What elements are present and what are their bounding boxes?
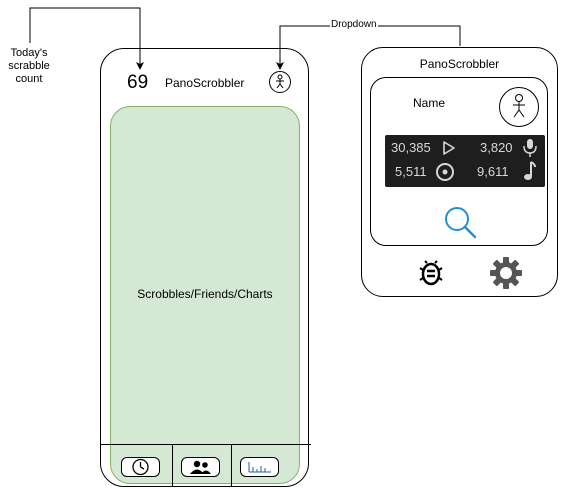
- search-icon: [445, 207, 477, 239]
- clock-icon: [132, 458, 149, 476]
- app-title: PanoScrobbler: [165, 76, 245, 90]
- scrobble-count: 69: [127, 72, 149, 93]
- content-area[interactable]: [110, 106, 300, 484]
- phone-frame: [100, 48, 309, 487]
- nav-scrobbles-button[interactable]: [121, 457, 160, 477]
- bug-icon: [419, 260, 443, 286]
- bottom-nav-separator: [172, 444, 173, 487]
- search-button[interactable]: [442, 204, 478, 245]
- bottom-nav-separator: [231, 444, 232, 487]
- bottom-nav-divider: [100, 444, 311, 445]
- dropdown-title: PanoScrobbler: [419, 57, 500, 71]
- gear-icon: [490, 257, 522, 289]
- scrobbles-stat: 30,385: [391, 140, 431, 155]
- microphone-icon: [523, 139, 537, 157]
- album-icon: [436, 163, 454, 181]
- charts-icon: [248, 462, 271, 473]
- user-avatar[interactable]: [499, 87, 539, 127]
- tracks-stat: 9,611: [477, 164, 509, 179]
- nav-charts-button[interactable]: [240, 457, 279, 477]
- artists-stat: 3,820: [480, 140, 513, 155]
- person-icon: [513, 94, 525, 118]
- friends-icon: [190, 460, 211, 474]
- user-name: Name: [413, 96, 446, 110]
- dropdown-annotation: Dropdown: [330, 19, 378, 30]
- settings-button[interactable]: [489, 256, 523, 295]
- albums-stat: 5,511: [395, 164, 427, 179]
- count-annotation: Today's scrabble count: [8, 47, 50, 85]
- nav-friends-button[interactable]: [181, 457, 220, 477]
- stats-panel: 30,385 3,820 5,511 9,611: [385, 135, 545, 187]
- dropdown-frame: [361, 47, 558, 297]
- count-note-connector: [29, 7, 144, 70]
- content-label: Scrobbles/Friends/Charts: [137, 287, 273, 301]
- play-icon: [443, 141, 455, 155]
- profile-avatar-button[interactable]: [269, 71, 291, 93]
- person-icon: [276, 74, 284, 89]
- report-bug-button[interactable]: [418, 258, 444, 293]
- music-note-icon: [524, 161, 536, 180]
- user-card: [370, 77, 548, 246]
